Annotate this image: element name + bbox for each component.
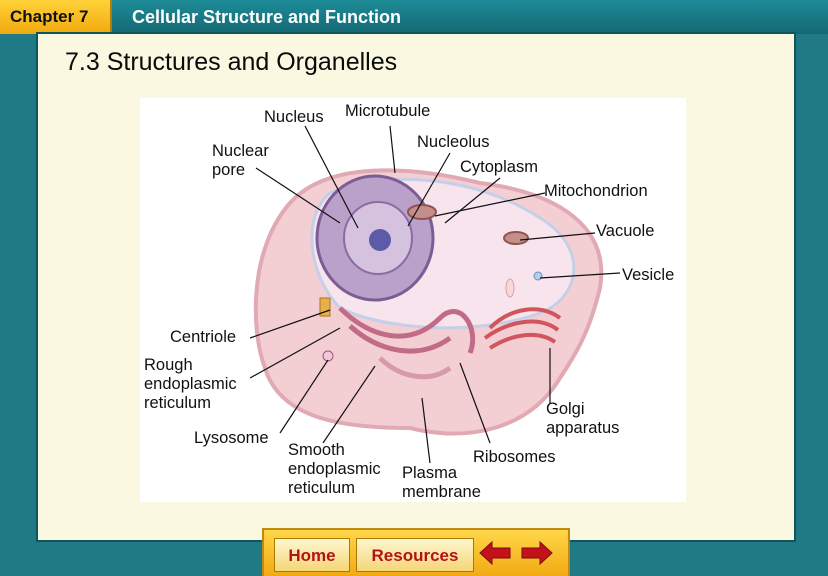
label-nuclear-pore-line2: pore bbox=[212, 161, 246, 179]
cell-illustration bbox=[249, 125, 621, 464]
leader-lines bbox=[249, 125, 621, 464]
label-mitochondrion: Mitochondrion bbox=[544, 182, 648, 200]
label-nuclear-pore-line1: Nuclear bbox=[212, 142, 269, 160]
centriole-shape bbox=[319, 297, 331, 317]
mitochondrion-shape bbox=[407, 204, 437, 220]
left-arrow-icon[interactable] bbox=[478, 540, 512, 566]
vacuole-shape bbox=[505, 278, 515, 298]
label-golgi-line1: Golgi bbox=[546, 400, 585, 418]
label-vesicle: Vesicle bbox=[622, 266, 675, 284]
label-smooth-er-line2: endoplasmic bbox=[288, 460, 381, 478]
smooth-er-shape bbox=[378, 356, 452, 380]
home-button[interactable]: Home bbox=[274, 538, 350, 572]
rough-er-shape bbox=[338, 306, 476, 354]
label-cytoplasm: Cytoplasm bbox=[460, 158, 538, 176]
label-plasma-membrane-line2: membrane bbox=[402, 483, 481, 501]
label-rough-er-line1: Rough bbox=[144, 356, 193, 374]
right-arrow-icon[interactable] bbox=[520, 540, 554, 566]
chapter-title: Cellular Structure and Function bbox=[132, 7, 402, 27]
label-plasma-membrane-line1: Plasma bbox=[402, 464, 458, 482]
label-vacuole: Vacuole bbox=[596, 222, 655, 240]
nucleolus-shape bbox=[369, 229, 391, 251]
header-bar bbox=[0, 0, 828, 34]
vesicle-shape bbox=[533, 271, 543, 281]
chapter-tab[interactable]: Chapter 7 bbox=[0, 0, 112, 34]
slide-content: 7.3 Structures and Organelles bbox=[36, 32, 796, 542]
label-rough-er-line3: reticulum bbox=[144, 394, 211, 412]
label-golgi-line2: apparatus bbox=[546, 419, 620, 437]
label-smooth-er-line1: Smooth bbox=[288, 441, 345, 459]
label-rough-er-line2: endoplasmic bbox=[144, 375, 237, 393]
label-smooth-er-line3: reticulum bbox=[288, 479, 355, 497]
nav-bar: Home Resources bbox=[262, 528, 570, 576]
golgi-shape bbox=[483, 307, 562, 350]
label-microtubule: Microtubule bbox=[345, 102, 431, 120]
label-lysosome: Lysosome bbox=[194, 429, 269, 447]
label-nucleus: Nucleus bbox=[264, 108, 324, 126]
lysosome-shape bbox=[322, 350, 334, 362]
label-centriole: Centriole bbox=[170, 328, 237, 346]
resources-button[interactable]: Resources bbox=[356, 538, 474, 572]
animal-cell-diagram: Nucleus Microtubule Nuclear pore Nucleol… bbox=[140, 98, 686, 502]
section-title: 7.3 Structures and Organelles bbox=[65, 48, 398, 76]
label-nucleolus: Nucleolus bbox=[417, 133, 490, 151]
label-ribosomes: Ribosomes bbox=[473, 448, 556, 466]
